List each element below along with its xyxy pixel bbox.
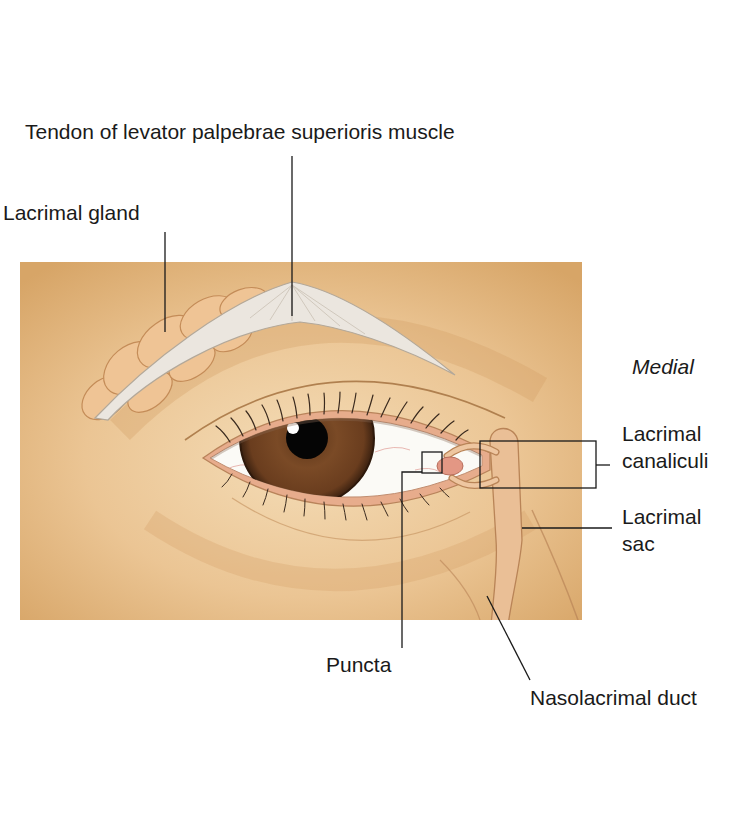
leader-lines bbox=[165, 156, 612, 680]
part-label: Tendon of levator palpebrae superioris m… bbox=[25, 118, 455, 145]
tendon-fibres bbox=[250, 285, 365, 334]
part-label: Lacrimal canaliculi bbox=[622, 420, 734, 475]
leader-line bbox=[291, 156, 292, 316]
upper-canaliculus bbox=[447, 446, 496, 456]
canaliculi-bracket bbox=[480, 441, 596, 488]
lower-eyelashes bbox=[222, 474, 449, 520]
iris-rim bbox=[240, 371, 374, 505]
part-label: Lacrimal gland bbox=[3, 199, 140, 226]
leader-line bbox=[596, 464, 610, 465]
leader-line bbox=[487, 596, 530, 680]
cheek-shading bbox=[150, 520, 530, 580]
part-label: Lacrimal sac bbox=[622, 503, 734, 558]
nose-line bbox=[532, 510, 578, 620]
lacrimal-sac bbox=[490, 429, 522, 621]
nose-line bbox=[440, 560, 480, 620]
leader-line bbox=[522, 527, 612, 528]
lower-canaliculus bbox=[452, 478, 496, 486]
levator-tendon bbox=[95, 282, 455, 420]
upper-canaliculus bbox=[447, 446, 496, 456]
lower-canaliculus bbox=[452, 478, 496, 486]
part-label: Nasolacrimal duct bbox=[530, 684, 697, 711]
upper-eyelashes bbox=[216, 392, 468, 442]
puncta-box bbox=[422, 452, 442, 473]
lacrimal-caruncle bbox=[437, 457, 463, 475]
iris bbox=[240, 371, 374, 505]
leader-line bbox=[164, 232, 165, 332]
part-label: Puncta bbox=[326, 651, 391, 678]
leader-line bbox=[402, 472, 422, 648]
part-label: Medial bbox=[632, 353, 694, 380]
